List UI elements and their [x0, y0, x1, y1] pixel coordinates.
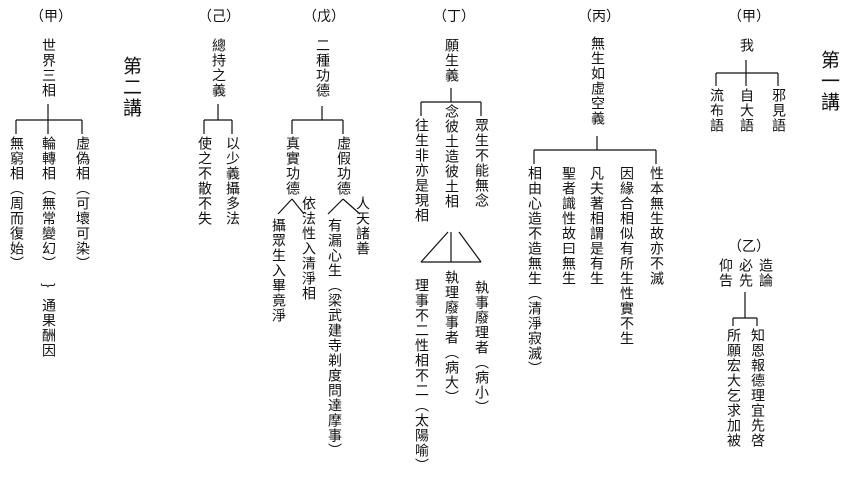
s2-jia-child: 虛偽相（可壞可染） — [74, 136, 90, 271]
s1-ding-bottom: 理事不二性相不二（太陽喻） — [413, 278, 429, 473]
s2-jia-child: 無窮相（周而復始） — [8, 136, 24, 271]
s2-jia-label: （甲） — [30, 9, 72, 25]
s1-bing-label: （丙） — [578, 9, 620, 25]
s1-yi-child: 所願宏大乞求加被 — [725, 328, 741, 448]
s1-bing-child: 聖者識性故曰無生 — [560, 166, 576, 286]
s1-yi-line: 造論 — [757, 258, 773, 288]
lecture-2-heading: 第二講 — [120, 56, 142, 119]
s1-jia-label: （甲） — [728, 9, 770, 25]
s1-ding-root: 願生義 — [443, 38, 459, 83]
s1-ding-mid-b: 眾生不能無念 — [473, 118, 489, 208]
s1-ding-mid-a: 念彼土造彼土相 — [443, 104, 459, 209]
s1-wu-label: （戊） — [303, 9, 345, 25]
s1-jia-child: 邪見語 — [770, 88, 786, 133]
lecture-1-heading: 第一講 — [818, 50, 840, 113]
s1-yi-line: 必先 — [737, 258, 753, 288]
s2-jia-root: 世界三相 — [40, 38, 56, 98]
s1-ding-left: 往生非亦是現相 — [413, 118, 429, 223]
s2-jia-brace: ︸ — [40, 282, 56, 300]
s1-wu-root: 二種功德 — [314, 38, 330, 98]
s1-jia-child: 流布語 — [708, 88, 724, 133]
s1-ding-bottom: 執事廢理者（病小） — [473, 280, 489, 415]
s1-wu-left-child: 依法性入清淨相 — [300, 196, 316, 301]
s1-bing-child: 因緣合相似有所生性實不生 — [618, 166, 634, 346]
s1-ding-bottom: 執理廢事者（病大） — [443, 270, 459, 405]
s1-wu-right-child: 人天諸善 — [354, 196, 370, 256]
s1-wu-left-child: 攝眾生入畢竟淨 — [270, 218, 286, 323]
s1-yi-line: 仰告 — [717, 258, 733, 288]
s1-wu-right-child: 有漏心生（梁武建寺剃度問達摩事） — [326, 218, 342, 458]
s1-jia-root: 我 — [738, 38, 754, 53]
s2-jia-conclusion: 通果酬因 — [40, 298, 56, 358]
s1-wu-left-node: 真實功德 — [284, 136, 300, 196]
s1-wu-right-node: 虛假功德 — [335, 136, 351, 196]
s1-ding-label: （丁） — [433, 9, 475, 25]
s2-jia-child: 輪轉相（無常變幻） — [40, 136, 56, 271]
s1-bing-child: 凡夫著相謂是有生 — [588, 166, 604, 286]
s1-ji-child: 使之不散不失 — [196, 136, 212, 226]
s1-ji-label: （己） — [198, 9, 240, 25]
s1-jia-child: 自大語 — [738, 88, 754, 133]
s1-bing-root: 無生如虛空義 — [589, 36, 605, 126]
s1-ji-child: 以少義攝多法 — [224, 136, 240, 226]
s1-bing-child: 相由心造不造無生（清淨寂滅） — [526, 166, 542, 376]
s1-bing-child: 性本無生故亦不滅 — [648, 166, 664, 286]
s1-ji-root: 總持之義 — [210, 38, 226, 98]
s1-yi-child: 知恩報德理宜先啓 — [749, 328, 765, 448]
s1-yi-label: （乙） — [728, 239, 770, 255]
